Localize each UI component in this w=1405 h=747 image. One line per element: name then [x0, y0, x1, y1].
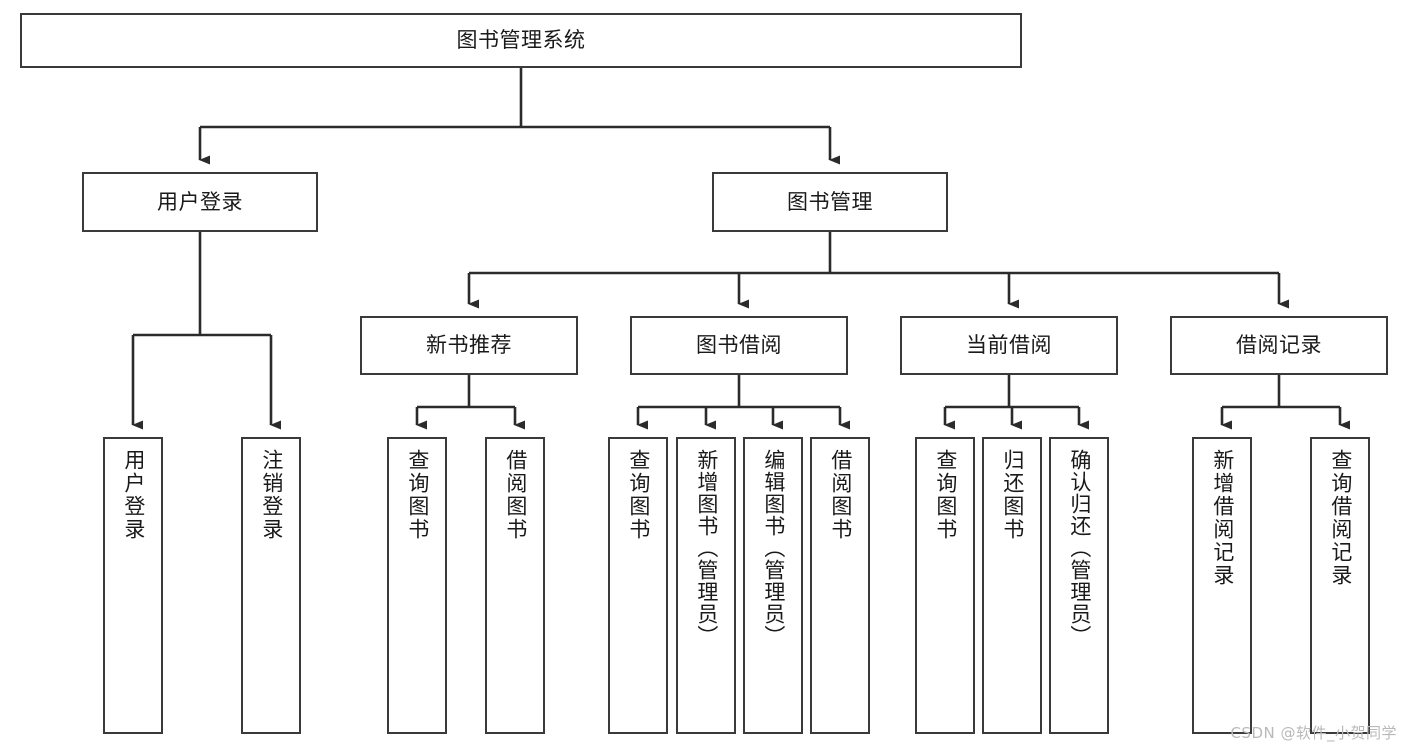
node-leaf-query-book-newbook[interactable]: 查询图书: [387, 437, 447, 734]
node-borrow-records-label: 借阅记录: [1236, 333, 1322, 358]
node-leaf-borrow-book-newbook[interactable]: 借阅图书: [485, 437, 545, 734]
node-leaf-add-borrow-record[interactable]: 新增借阅记录: [1192, 437, 1252, 734]
node-leaf-query-book-borrow-label: 查询图书: [626, 449, 651, 541]
node-leaf-query-book-current[interactable]: 查询图书: [915, 437, 975, 734]
node-new-book-recommend-label: 新书推荐: [426, 333, 512, 358]
node-leaf-user-login-label: 用户登录: [121, 449, 146, 541]
node-leaf-return-book[interactable]: 归还图书: [982, 437, 1042, 734]
node-leaf-query-book-current-label: 查询图书: [933, 449, 958, 541]
node-leaf-edit-book-admin[interactable]: 编辑图书（管理员）: [743, 437, 803, 734]
node-leaf-return-book-label: 归还图书: [1000, 449, 1025, 541]
node-leaf-query-borrow-record-label: 查询借阅记录: [1328, 449, 1353, 587]
node-user-login[interactable]: 用户登录: [82, 172, 318, 232]
node-leaf-add-book-admin-label: 新增图书（管理员）: [694, 449, 719, 647]
node-book-management[interactable]: 图书管理: [712, 172, 948, 232]
node-book-management-label: 图书管理: [787, 189, 873, 214]
node-leaf-query-borrow-record[interactable]: 查询借阅记录: [1310, 437, 1370, 734]
node-leaf-add-book-admin[interactable]: 新增图书（管理员）: [676, 437, 736, 734]
node-borrow-records[interactable]: 借阅记录: [1170, 316, 1388, 375]
node-book-borrow-label: 图书借阅: [696, 333, 782, 358]
node-root-system-label: 图书管理系统: [456, 28, 586, 53]
node-leaf-confirm-return-admin[interactable]: 确认归还（管理员）: [1049, 437, 1109, 734]
node-leaf-borrow-book-borrow[interactable]: 借阅图书: [810, 437, 870, 734]
node-book-borrow[interactable]: 图书借阅: [630, 316, 848, 375]
node-leaf-logout[interactable]: 注销登录: [241, 437, 301, 734]
node-leaf-borrow-book-newbook-label: 借阅图书: [503, 449, 528, 541]
node-leaf-query-book-newbook-label: 查询图书: [405, 449, 430, 541]
node-user-login-label: 用户登录: [157, 189, 243, 214]
node-leaf-query-book-borrow[interactable]: 查询图书: [608, 437, 668, 734]
node-leaf-user-login[interactable]: 用户登录: [103, 437, 163, 734]
node-current-borrow[interactable]: 当前借阅: [900, 316, 1118, 375]
node-current-borrow-label: 当前借阅: [966, 333, 1052, 358]
node-root-system[interactable]: 图书管理系统: [20, 13, 1022, 68]
node-leaf-logout-label: 注销登录: [259, 449, 284, 541]
node-leaf-edit-book-admin-label: 编辑图书（管理员）: [761, 449, 786, 647]
node-leaf-add-borrow-record-label: 新增借阅记录: [1210, 449, 1235, 587]
watermark-text: CSDN @软件_小贺同学: [1230, 724, 1397, 742]
node-leaf-confirm-return-admin-label: 确认归还（管理员）: [1067, 449, 1092, 647]
node-new-book-recommend[interactable]: 新书推荐: [360, 316, 578, 375]
node-leaf-borrow-book-borrow-label: 借阅图书: [828, 449, 853, 541]
